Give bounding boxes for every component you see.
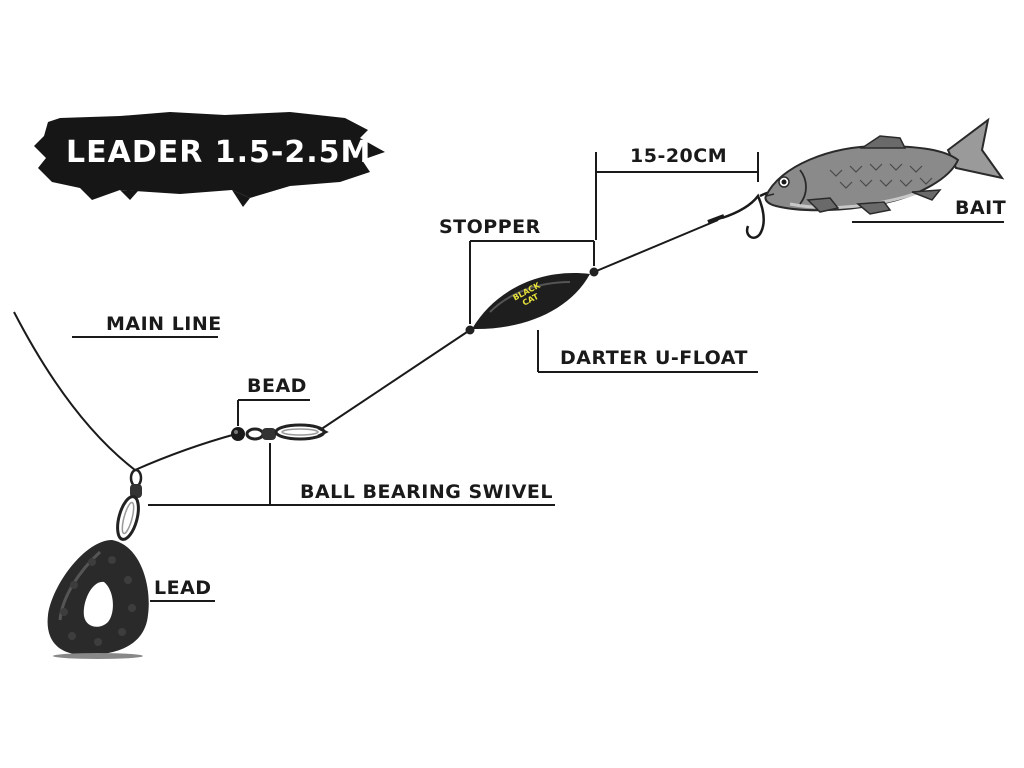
stoppers (465, 267, 599, 335)
lead-swivel (116, 468, 143, 541)
swivel-label: BALL BEARING SWIVEL (148, 443, 555, 506)
bait-text: BAIT (955, 197, 1006, 219)
swivel-snap-hook (317, 426, 329, 438)
hook-shank (721, 193, 765, 239)
fish-belly (789, 190, 921, 210)
lead-snap-inner (121, 501, 135, 535)
stopper-label: STOPPER (439, 216, 595, 324)
bead-label: BEAD (237, 375, 310, 426)
stopper-bead-lower (465, 325, 475, 335)
swivel-text: BALL BEARING SWIVEL (300, 481, 553, 503)
lead-stud (70, 581, 78, 589)
bead-text: BEAD (247, 375, 307, 397)
main-line-to-bead (134, 433, 237, 471)
fish-pelvic-fin (856, 201, 892, 215)
lead-stud (94, 638, 102, 646)
lead-shadow (53, 653, 143, 659)
float-label: DARTER U-FLOAT (537, 330, 758, 373)
fish-tail (946, 117, 1005, 180)
ball-bearing-swivel (245, 423, 329, 441)
bead (231, 427, 245, 441)
swivel-snap-inner (281, 428, 319, 436)
fish-body (764, 144, 960, 212)
swivel-ring (245, 427, 265, 441)
lead-text: LEAD (154, 577, 212, 599)
banner-title: LEADER 1.5-2.5M (66, 135, 371, 170)
bead-highlight (234, 430, 238, 434)
lead-stud (60, 608, 68, 616)
main-line-text: MAIN LINE (106, 313, 222, 335)
float-text: DARTER U-FLOAT (560, 347, 748, 369)
lead-stud (108, 556, 116, 564)
leader-line-upper (593, 219, 719, 273)
lead-label: LEAD (150, 577, 215, 602)
stopper-bead-upper (589, 267, 599, 277)
lead-stud (88, 558, 96, 566)
banner-shard (120, 190, 138, 200)
fish-pectoral-fin (806, 197, 840, 213)
swivel-snap-outer (274, 423, 326, 441)
fish-dorsal-fin (859, 135, 907, 149)
lead-weight (47, 540, 149, 659)
fish-gill (799, 169, 807, 205)
lead-stud (118, 628, 126, 636)
lead-stud (68, 632, 76, 640)
lead-stud (124, 576, 132, 584)
bait-fish (764, 117, 1005, 215)
bait-label: BAIT (852, 197, 1006, 223)
leader-banner: LEADER 1.5-2.5M (34, 112, 385, 207)
banner-shape (34, 112, 385, 200)
fish-anal-fin (911, 189, 942, 201)
lead-swivel-ring (129, 468, 143, 488)
float-shine (489, 281, 571, 313)
distance-text: 15-20CM (630, 145, 727, 167)
main-line (13, 311, 136, 471)
banner-shard (232, 190, 250, 207)
stopper-text: STOPPER (439, 216, 541, 238)
fish-scales (829, 163, 933, 189)
leader-line-lower (319, 329, 471, 431)
darter-u-float: BLACK CAT (472, 273, 590, 330)
lead-swivel-barrel (130, 484, 142, 498)
distance-marker: 15-20CM (595, 145, 759, 240)
fish-pupil (781, 179, 787, 185)
hook-knot (707, 214, 725, 224)
lead-snap-outer (116, 495, 140, 541)
lead-stud (128, 604, 136, 612)
main-line-label: MAIN LINE (72, 313, 222, 338)
bead-ball (231, 427, 245, 441)
lead-hole (83, 581, 113, 627)
float-body (472, 273, 590, 330)
swivel-barrel (262, 428, 276, 440)
fish-mouth (765, 193, 775, 197)
